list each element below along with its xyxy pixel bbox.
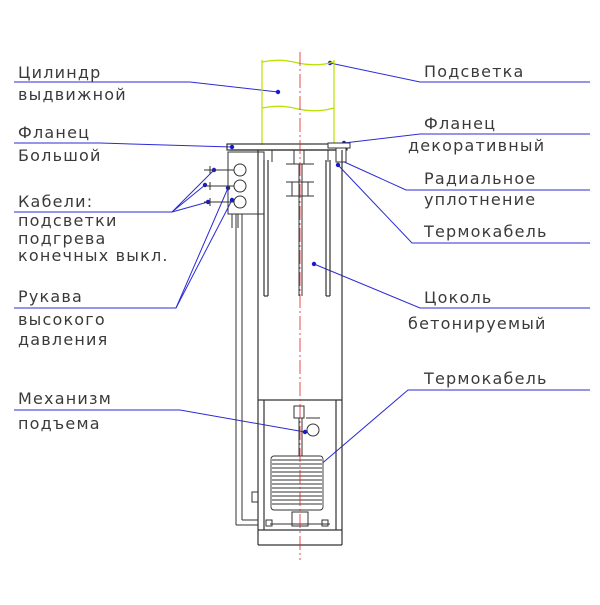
label-hoses-line1: Рукава xyxy=(18,287,83,306)
label-radial-seal-line2: уплотнение xyxy=(424,190,536,209)
label-backlight: Подсветка xyxy=(424,62,525,81)
cable-gland-3 xyxy=(233,195,247,209)
flange-decorative xyxy=(327,142,351,163)
dot-flange-large xyxy=(229,144,235,150)
label-mechanism-line2: подъема xyxy=(18,414,101,433)
label-flange-large-line1: Фланец xyxy=(18,123,90,142)
label-cables-line3: подгрева xyxy=(18,229,107,248)
dot-mechanism xyxy=(302,429,308,435)
label-cables-line1: Кабели: xyxy=(18,192,93,211)
label-flange-decor: Фланец декоративный xyxy=(408,114,545,155)
pulley xyxy=(306,423,320,437)
label-radial-seal: Радиальное уплотнение xyxy=(424,169,536,209)
leader-hoses-2 xyxy=(175,199,233,309)
cable-gland-2 xyxy=(233,179,247,193)
dot-thermocable-top xyxy=(335,162,341,168)
leader-backlight xyxy=(329,62,590,83)
leader-thermocable-top xyxy=(337,164,590,244)
label-cylinder-line2: выдвижной xyxy=(18,85,127,104)
label-mechanism: Механизм подъема xyxy=(18,389,112,433)
label-flange-decor-line1: Фланец xyxy=(424,114,496,133)
label-cylinder: Цилиндр выдвижной xyxy=(18,63,127,104)
dot-cylinder xyxy=(275,89,281,95)
cylinder-break xyxy=(261,105,335,112)
label-base: Цоколь бетонируемый xyxy=(408,288,547,333)
leader-lines xyxy=(14,62,590,473)
label-flange-large-line2: Большой xyxy=(18,146,102,165)
label-thermocable-top-line1: Термокабель xyxy=(423,222,548,241)
leader-flange-large xyxy=(14,142,233,148)
leader-thermocable-bottom xyxy=(311,389,590,473)
leader-base xyxy=(313,263,590,309)
leader-mechanism xyxy=(14,409,306,433)
retractable-cylinder xyxy=(261,59,335,145)
cable-gland-1 xyxy=(233,163,247,177)
dot-cables-2 xyxy=(202,182,208,188)
label-thermocable-top: Термокабель xyxy=(423,222,548,241)
label-cables-line4: конечных выкл. xyxy=(18,246,169,265)
label-cables: Кабели: подсветки подгрева конечных выкл… xyxy=(18,192,169,265)
label-base-line1: Цоколь xyxy=(424,288,493,307)
leader-cylinder xyxy=(14,81,279,93)
label-hoses-line3: давления xyxy=(18,330,108,349)
label-backlight-line1: Подсветка xyxy=(424,62,525,81)
label-thermocable-bottom-line1: Термокабель xyxy=(423,369,548,388)
label-flange-decor-line2: декоративный xyxy=(408,136,545,155)
bottom-fastener xyxy=(265,511,330,527)
leader-flange-decor xyxy=(343,133,590,144)
label-hoses: Рукава высокого давления xyxy=(18,287,108,349)
cable-junction-box xyxy=(204,151,265,228)
label-hoses-line2: высокого xyxy=(18,310,106,329)
hydraulic-hoses xyxy=(235,214,259,526)
dot-base xyxy=(311,261,317,267)
cylinder-top-break xyxy=(261,59,335,66)
leader-cables-2 xyxy=(171,184,206,213)
label-mechanism-line1: Механизм xyxy=(18,389,112,408)
label-base-line2: бетонируемый xyxy=(408,314,547,333)
label-flange-large: Фланец Большой xyxy=(18,123,102,165)
leader-cables-3 xyxy=(171,201,209,213)
label-cylinder-line1: Цилиндр xyxy=(18,63,102,82)
dot-hoses-2 xyxy=(229,197,235,203)
thermocable-coil xyxy=(270,455,324,511)
leader-radial-seal xyxy=(339,159,590,191)
lifting-mechanism xyxy=(293,405,320,460)
leader-dots xyxy=(202,60,347,475)
label-thermocable-bottom: Термокабель xyxy=(423,369,548,388)
concrete-base xyxy=(257,150,343,546)
label-radial-seal-line1: Радиальное xyxy=(424,169,536,188)
label-cables-line2: подсветки xyxy=(18,211,118,230)
